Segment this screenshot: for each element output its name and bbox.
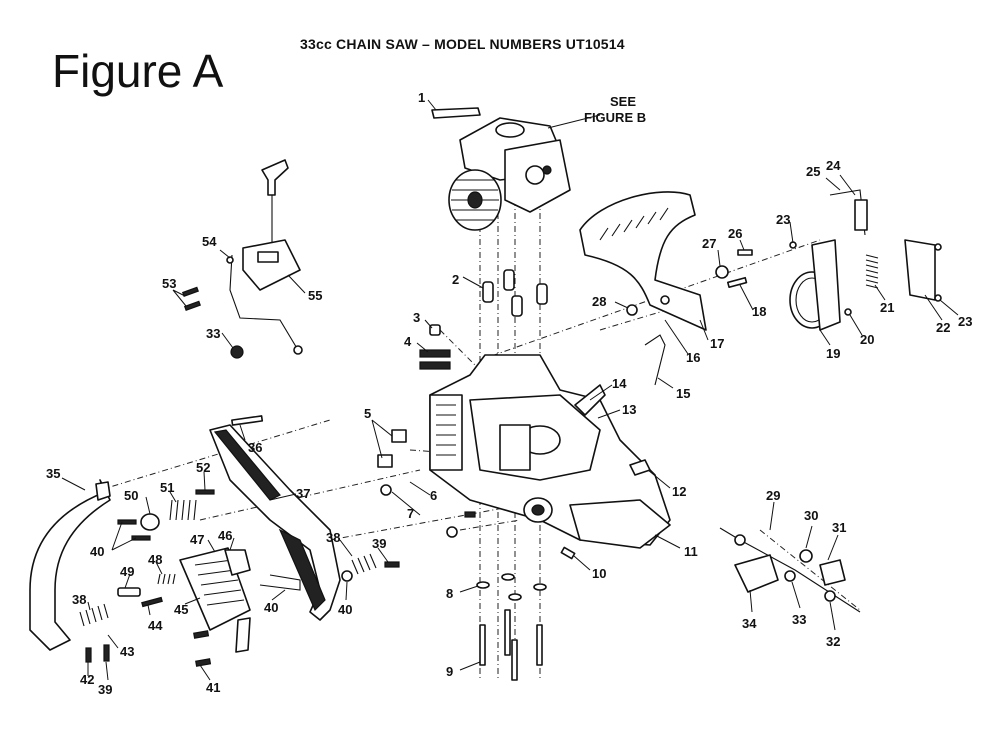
part-number: 50: [124, 488, 138, 503]
part-number: 43: [120, 644, 134, 659]
part-number: 13: [622, 402, 636, 417]
part-number: 7: [407, 506, 414, 521]
part-number: 39: [98, 682, 112, 697]
part-number: 37: [296, 486, 310, 501]
part-number: 38: [326, 530, 340, 545]
part-number: 22: [936, 320, 950, 335]
part-number: 24: [826, 158, 841, 173]
part-number: 21: [880, 300, 894, 315]
part-number: 40: [264, 600, 278, 615]
guard-slots: [599, 207, 669, 241]
part-number: 18: [752, 304, 766, 319]
part-number: 1: [418, 90, 425, 105]
part-number: 12: [672, 484, 686, 499]
part-number: 40: [90, 544, 104, 559]
part-number: 32: [826, 634, 840, 649]
nuts-part-5: [377, 429, 407, 468]
part-number: 6: [430, 488, 437, 503]
bolts-part-9: [479, 609, 543, 681]
rear-handle-part-37: [209, 424, 341, 621]
part-number: 23: [776, 212, 790, 227]
part-number: 31: [832, 520, 846, 535]
spring-part-15: [644, 334, 666, 386]
part-number: 49: [120, 564, 134, 579]
brake-spring-parts-20-25: [789, 189, 942, 316]
spring-part-21: [865, 254, 879, 289]
spring-part-52: [169, 499, 197, 521]
part-number: 44: [148, 618, 163, 633]
screw-part-10: [560, 546, 576, 560]
part-number: 39: [372, 536, 386, 551]
part-number: 28: [592, 294, 606, 309]
part-number: 20: [860, 332, 874, 347]
part-number: 5: [364, 406, 371, 421]
part-number: 54: [202, 234, 217, 249]
part-number: 19: [826, 346, 840, 361]
stop-switch-parts-29-34: [719, 527, 861, 613]
bottom-cover-part-11: [569, 499, 671, 549]
clip-part-12: [629, 459, 651, 476]
part-number: 52: [196, 460, 210, 475]
fasteners-parts-18-26-27-28: [626, 249, 753, 316]
part-number: 15: [676, 386, 690, 401]
spring-part-38b: [351, 553, 377, 575]
spring-part-49: [157, 573, 176, 585]
part-number: 4: [404, 334, 412, 349]
diagram-title: 33cc CHAIN SAW – MODEL NUMBERS UT10514: [300, 36, 625, 52]
part-number: 51: [160, 480, 174, 495]
part-number: 34: [742, 616, 757, 631]
see-callout-line1: SEE: [610, 94, 636, 109]
washers-part-8: [476, 573, 547, 601]
part-number: 42: [80, 672, 94, 687]
engine-cylinder-assembly: [448, 117, 571, 231]
throttle-parts-38-53: [79, 489, 400, 667]
spring-part-38a: [79, 603, 109, 627]
brake-band-part-19: [789, 239, 841, 331]
part-number: 16: [686, 350, 700, 365]
part-number-labels: 1 2 3 4 5 6 7 8 9 10 11 12 13 14 15 16 1…: [46, 90, 972, 697]
part-number: 17: [710, 336, 724, 351]
see-callout-line2: FIGURE B: [584, 110, 646, 125]
part-number: 2: [452, 272, 459, 287]
sleeves-part-2: [482, 269, 548, 317]
part-number: 33: [792, 612, 806, 627]
part-number: 55: [308, 288, 322, 303]
air-filter-housing: [429, 394, 463, 471]
leader-lines: [61, 99, 959, 681]
part-number: 23: [958, 314, 972, 329]
part-number: 38: [72, 592, 86, 607]
part-number: 30: [804, 508, 818, 523]
part-number: 27: [702, 236, 716, 251]
part-number: 29: [766, 488, 780, 503]
part-number: 3: [413, 310, 420, 325]
chain-brake-hand-guard: [579, 191, 707, 331]
part-number: 36: [248, 440, 262, 455]
part-number: 41: [206, 680, 220, 695]
part-number: 33: [206, 326, 220, 341]
part-number: 10: [592, 566, 606, 581]
part-number: 45: [174, 602, 188, 617]
crankcase-body: [429, 354, 671, 546]
cooling-fins: [448, 169, 502, 231]
part-number: 46: [218, 528, 232, 543]
part-number: 48: [148, 552, 162, 567]
decal-part-1: [431, 107, 481, 119]
ignition-module-parts-54-56: [181, 159, 303, 359]
bolt-part-36: [231, 415, 264, 426]
pins-parts-6-7: [380, 484, 476, 538]
part-number: 26: [728, 226, 742, 241]
part-number: 47: [190, 532, 204, 547]
part-number: 9: [446, 664, 453, 679]
part-number: 14: [612, 376, 627, 391]
screws-parts-3-4: [419, 324, 451, 370]
part-number: 35: [46, 466, 60, 481]
part-number: 11: [684, 544, 698, 559]
part-number: 53: [162, 276, 176, 291]
part-number: 40: [338, 602, 352, 617]
part-number: 8: [446, 586, 453, 601]
figure-label: Figure A: [52, 45, 224, 97]
part-number: 25: [806, 164, 820, 179]
front-handle-part-35: [29, 479, 111, 651]
